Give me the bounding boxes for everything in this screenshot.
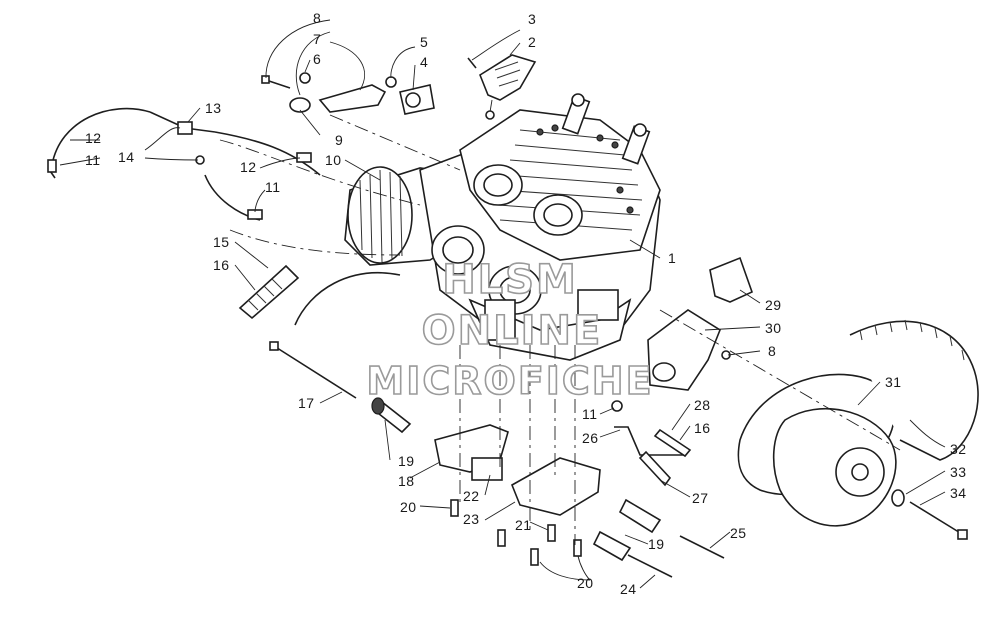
callout-16-left: 16	[213, 257, 230, 273]
callout-17: 17	[298, 395, 315, 411]
callout-32: 32	[950, 441, 967, 457]
watermark-line3: MICROFICHE	[366, 359, 653, 403]
callout-14: 14	[118, 149, 135, 165]
coupler-15-16	[238, 264, 300, 320]
callout-labels: 1 2 3 4 5 6 7 8 8 9 10 11 11 11 12 12 13…	[85, 10, 967, 597]
fuel-hose-left	[47, 107, 151, 179]
callout-19-left: 19	[398, 453, 415, 469]
drive-belt-32	[849, 319, 979, 461]
oil-fittings	[611, 400, 692, 487]
drive-clutch-31	[737, 373, 897, 527]
callout-30: 30	[765, 320, 782, 336]
nut-5	[385, 76, 397, 88]
callout-20-left: 20	[400, 499, 417, 515]
callout-12-left: 12	[85, 130, 102, 146]
callout-15: 15	[213, 234, 230, 250]
callout-29: 29	[765, 297, 782, 313]
grommet-4	[399, 84, 435, 115]
bolts-20-21	[450, 499, 582, 566]
callout-11-mid: 11	[265, 179, 281, 195]
callout-19-right: 19	[648, 536, 665, 552]
bracket-29-30	[647, 256, 753, 391]
callout-18: 18	[398, 473, 415, 489]
callout-leaders	[59, 19, 946, 589]
callout-5: 5	[420, 34, 428, 50]
engine-mount-19-right	[592, 498, 662, 562]
callout-25: 25	[730, 525, 747, 541]
callout-33: 33	[950, 464, 967, 480]
callout-7: 7	[313, 31, 321, 47]
callout-31: 31	[885, 374, 902, 390]
bolt-8	[261, 75, 291, 89]
callout-13: 13	[205, 100, 222, 116]
callout-11-bottom: 11	[582, 406, 598, 422]
callout-4: 4	[420, 54, 428, 70]
callout-26: 26	[582, 430, 599, 446]
engine-assembly	[344, 93, 661, 361]
bracket-7	[318, 84, 387, 113]
callout-8-top: 8	[313, 10, 321, 26]
assembly-guide-lines	[219, 114, 901, 545]
callout-28: 28	[694, 397, 711, 413]
callout-9: 9	[335, 132, 343, 148]
fuel-tee-13	[149, 111, 216, 165]
mount-bracket-23	[510, 457, 601, 516]
callout-20-right: 20	[577, 575, 594, 591]
callout-27: 27	[692, 490, 709, 506]
callout-8-right: 8	[768, 343, 776, 359]
through-bolt-17	[269, 341, 357, 399]
callout-10: 10	[325, 152, 342, 168]
watermark: HLSM ONLINE MICROFICHE	[366, 256, 653, 404]
callout-3: 3	[528, 11, 536, 27]
clutch-bolt-34	[909, 501, 968, 540]
callout-11-left: 11	[85, 152, 101, 168]
impulse-hose	[294, 272, 401, 326]
callout-21: 21	[515, 517, 532, 533]
callout-1: 1	[668, 250, 676, 266]
callout-6: 6	[313, 51, 321, 67]
callout-23: 23	[463, 511, 480, 527]
callout-34: 34	[950, 485, 967, 501]
callout-22: 22	[463, 488, 480, 504]
mount-bracket-18	[434, 424, 509, 481]
callout-2: 2	[528, 34, 536, 50]
watermark-line1: HLSM	[442, 257, 578, 303]
clamp-9	[289, 97, 311, 113]
engine-mount-19-left	[371, 397, 412, 434]
bolts-24-25	[627, 535, 725, 578]
watermark-line2: ONLINE	[422, 308, 603, 354]
callout-24: 24	[620, 581, 637, 597]
fuel-hose-right	[204, 131, 321, 221]
nut-6	[299, 72, 311, 84]
callout-16-right: 16	[694, 420, 711, 436]
washer-33	[891, 489, 905, 507]
bracket-plate-2	[467, 54, 537, 120]
callout-12-mid: 12	[240, 159, 257, 175]
